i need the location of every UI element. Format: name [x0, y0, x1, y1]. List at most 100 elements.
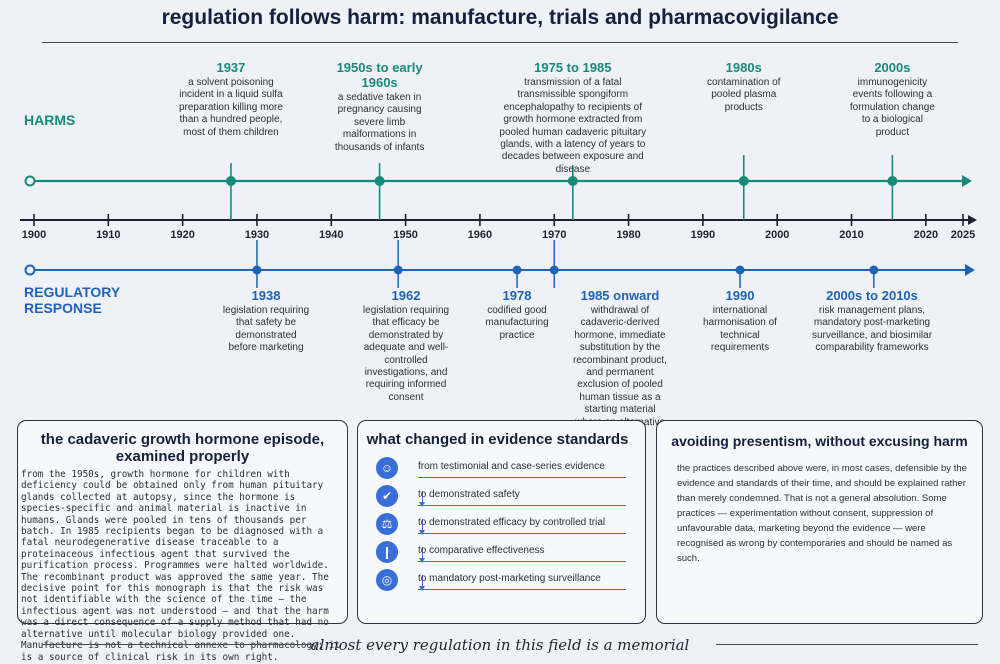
harm-event-description: contamination of pooled plasma products: [707, 77, 781, 113]
harms-track-arrowhead: [962, 175, 972, 187]
regulatory-event-year: 1985 onward: [580, 288, 660, 303]
regulatory-event-year: 2000s to 2010s: [826, 288, 918, 303]
harm-event-marker: [567, 176, 578, 186]
evidence-step-underline: [418, 505, 626, 506]
axis-tick-label: 2020: [914, 229, 938, 241]
regulatory-event-year: 1938: [251, 288, 281, 303]
regulatory-track-origin: [24, 264, 36, 276]
axis-tick-label: 1960: [468, 229, 492, 241]
harm-event-marker: [738, 176, 749, 186]
title-divider: [42, 42, 958, 43]
growth-hormone-panel: the cadaveric growth hormone episode, ex…: [17, 420, 348, 663]
axis-tick-label: 1990: [691, 229, 715, 241]
regulatory-event-marker: [393, 265, 403, 275]
harm-event-marker: [225, 176, 236, 186]
harm-event-year: 1950s to early 1960s: [336, 60, 423, 90]
regulatory-event: 1962 legislation requiring that efficacy …: [356, 288, 456, 404]
harm-event: 2000s immunogenicity events following a f…: [846, 60, 938, 139]
evidence-standards-panel: what changed in evidence standards ☺ from…: [357, 420, 646, 624]
regulatory-event-description: codified good manufacturing practice: [485, 305, 549, 341]
evidence-step: ✔ to demonstrated safety: [376, 485, 632, 513]
growth-hormone-body: from the 1950s, growth hormone for child…: [21, 469, 341, 663]
bar-chart-icon: ❙: [376, 541, 398, 563]
evidence-step: ❙ to comparative effectiveness: [376, 541, 632, 569]
regulatory-event-marker: [512, 265, 522, 275]
harm-event: 1975 to 1985 transmission of a fatal tran…: [498, 60, 648, 176]
evidence-step-underline: [418, 477, 626, 478]
presentism-panel: avoiding presentism, without excusing ha…: [656, 420, 983, 624]
evidence-step-label: to comparative effectiveness: [418, 545, 545, 556]
evidence-step-underline: [418, 561, 626, 562]
scales-icon: ⚖: [376, 513, 398, 535]
regulatory-event-marker: [869, 265, 879, 275]
regulatory-event: 1938 legislation requiring that safety be…: [221, 288, 311, 355]
harms-track-origin: [24, 175, 36, 187]
evidence-step-label: to demonstrated efficacy by controlled t…: [418, 517, 606, 528]
regulatory-event-year: 1978: [502, 288, 532, 303]
regulatory-event-description: legislation requiring that efficacy be d…: [362, 305, 450, 403]
evidence-step: ⚖ to demonstrated efficacy by controlled …: [376, 513, 632, 541]
footer-rule-right: [716, 644, 978, 645]
harm-event-year: 1975 to 1985: [534, 60, 612, 75]
axis-tick-label: 1970: [542, 229, 566, 241]
magnifier-icon: ◎: [376, 569, 398, 591]
regulatory-event: 1990 international harmonisation of techn…: [692, 288, 788, 355]
regulatory-track-arrowhead: [965, 264, 975, 276]
harm-event-description: a sedative taken in pregnancy causing se…: [334, 92, 425, 153]
down-arrow-icon: [419, 547, 425, 563]
regulatory-event-year: 1990: [725, 288, 755, 303]
regulatory-event-marker: [549, 265, 559, 275]
regulatory-event-marker: [252, 265, 262, 275]
harm-event-marker: [374, 176, 385, 186]
down-arrow-icon: [419, 519, 425, 535]
down-arrow-icon: [419, 575, 425, 591]
regulatory-event-description: international harmonisation of technical…: [703, 305, 777, 354]
harm-event-year: 2000s: [874, 60, 911, 75]
footer-rule-left: [42, 644, 314, 645]
harm-event-marker: [887, 176, 898, 186]
growth-hormone-heading: the cadaveric growth hormone episode, ex…: [40, 431, 325, 465]
harms-track-label: HARMS: [24, 112, 76, 128]
presentism-heading: avoiding presentism, without excusing ha…: [671, 433, 968, 449]
axis-tick-label: 1910: [96, 229, 120, 241]
axis-tick-label: 1940: [319, 229, 343, 241]
harm-event-year: 1937: [216, 60, 246, 75]
regulatory-track-label: REGULATORY RESPONSE: [24, 284, 120, 316]
axis-tick-label: 2025: [951, 229, 975, 241]
axis-tick-label: 1920: [170, 229, 194, 241]
regulatory-event-marker: [735, 265, 745, 275]
evidence-step-underline: [418, 533, 626, 534]
evidence-step-underline: [418, 589, 626, 590]
footer-caption: almost every regulation in this field is…: [310, 636, 690, 654]
axis-tick-label: 1900: [22, 229, 46, 241]
people-icon: ☺: [376, 457, 398, 479]
harm-event-year: 1980s: [725, 60, 762, 75]
evidence-step-label: to demonstrated safety: [418, 489, 520, 500]
regulatory-event: 1978 codified good manufacturing practice: [479, 288, 555, 342]
evidence-step: ☺ from testimonial and case-series eviden…: [376, 457, 632, 485]
harm-event-description: a solvent poisoning incident in a liquid…: [178, 77, 283, 138]
page-title: regulation follows harm: manufacture, tr…: [161, 6, 839, 29]
evidence-step-label: to mandatory post-marketing surveillance: [418, 573, 601, 584]
harm-event: 1937 a solvent poisoning incident in a li…: [175, 60, 287, 139]
harm-event-description: transmission of a fatal transmissible sp…: [499, 77, 647, 175]
evidence-step-label: from testimonial and case-series evidenc…: [418, 461, 605, 472]
evidence-step: ◎ to mandatory post-marketing surveillanc…: [376, 569, 632, 597]
axis-tick-label: 1930: [245, 229, 269, 241]
harm-event-description: immunogenicity events following a formul…: [849, 77, 935, 138]
regulatory-event-description: legislation requiring that safety be dem…: [222, 305, 310, 354]
shield-icon: ✔: [376, 485, 398, 507]
axis-tick-label: 2010: [839, 229, 863, 241]
harm-event: 1980s contamination of pooled plasma prod…: [704, 60, 784, 114]
down-arrow-icon: [419, 491, 425, 507]
evidence-standards-heading: what changed in evidence standards: [366, 431, 629, 448]
year-axis-arrowhead: [968, 215, 977, 225]
axis-tick-label: 1980: [616, 229, 640, 241]
axis-tick-label: 2000: [765, 229, 789, 241]
presentism-body: the practices described above were, in m…: [677, 463, 967, 564]
regulatory-event-year: 1962: [391, 288, 421, 303]
